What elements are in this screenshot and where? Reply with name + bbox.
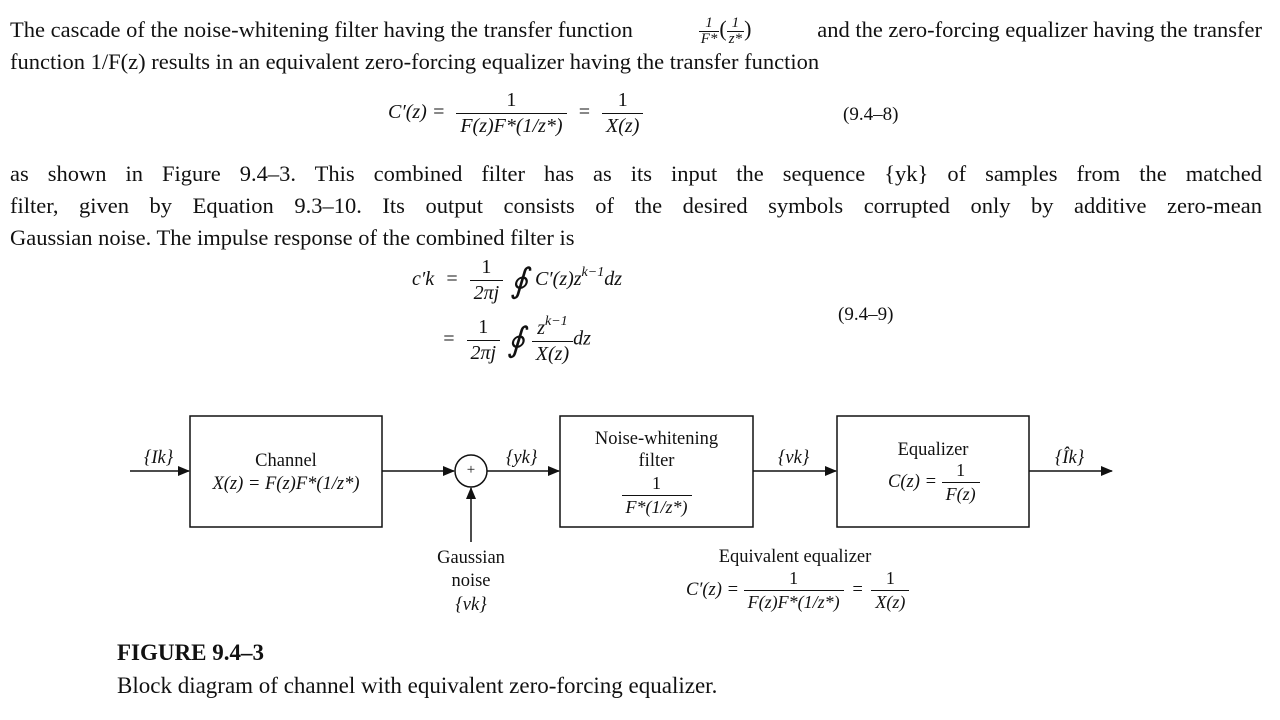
inline-frac-den: F* <box>700 30 718 47</box>
channel-title: Channel <box>255 451 317 471</box>
noise-line-1: Gaussian <box>437 548 505 568</box>
eq2-row2-int-exp: k−1 <box>545 314 568 329</box>
paragraph-2-line-3: Gaussian noise. The impulse response of … <box>10 225 575 250</box>
equivalent-lhs: C′(z) = <box>686 579 740 600</box>
paragraph-1: The cascade of the noise-whitening filte… <box>10 12 1262 78</box>
eq2-lhs: c′k <box>412 268 435 291</box>
figure-caption: Block diagram of channel with equivalent… <box>117 673 718 698</box>
eq1-fraction-2: 1 X(z) <box>602 89 644 138</box>
eq2-row2-den: 2πj <box>470 341 497 364</box>
input-sequence-label: {Ik} <box>144 448 174 468</box>
inline-transfer-function: 1 F* ( 1 z* ) <box>698 14 752 47</box>
whitening-frac-den: F*(1/z*) <box>625 497 688 517</box>
equivalent-equals: = <box>851 579 864 600</box>
eq2-row2-num: 1 <box>466 316 501 341</box>
output-sequence-label: {Îk} <box>1055 448 1085 468</box>
equivalent-equalizer-title: Equivalent equalizer <box>718 547 872 567</box>
equivalent-frac1-den: F(z)F*(1/z*) <box>747 592 840 612</box>
equalizer-frac-num: 1 <box>941 460 980 483</box>
eq1-frac2-den: X(z) <box>606 115 640 137</box>
eq1-frac1-den: F(z)F*(1/z*) <box>460 115 563 137</box>
vk-label: {vk} <box>778 448 810 468</box>
inline-inner-fraction: 1 z* <box>726 15 745 47</box>
equalizer-lhs: C(z) = <box>888 471 937 492</box>
paragraph-2-line-2: filter, given by Equation 9.3–10. Its ou… <box>10 193 1262 218</box>
eq2-row1-num: 1 <box>469 256 504 281</box>
noise-line-3: {vk} <box>455 595 487 615</box>
whitening-line-1: Noise-whitening <box>594 429 719 449</box>
paragraph-2: as shown in Figure 9.4–3. This combined … <box>10 158 1262 254</box>
equation-9-4-9-row-1: c′k = 1 2πj ∮ C′(z)zk−1dz <box>412 256 622 305</box>
equation-9-4-8: C′(z) = 1 F(z)F*(1/z*) = 1 X(z) <box>388 89 644 138</box>
channel-formula: X(z) = F(z)F*(1/z*) <box>212 474 360 494</box>
equivalent-frac2-den: X(z) <box>875 592 906 612</box>
equalizer-frac-den: F(z) <box>945 484 976 504</box>
eq2-row2-integrand: zk−1 X(z) <box>531 314 574 366</box>
equivalent-frac2-num: 1 <box>871 568 910 591</box>
summer-plus-icon: + <box>466 462 476 478</box>
contour-integral-icon: ∮ <box>510 262 528 300</box>
eq2-equals-2: = <box>442 327 456 350</box>
figure-title: FIGURE 9.4–3 <box>117 640 264 665</box>
yk-label: {yk} <box>506 448 538 468</box>
eq1-fraction-1: 1 F(z)F*(1/z*) <box>456 89 567 138</box>
inline-inner-num: 1 <box>726 15 745 32</box>
paragraph-1-text-c: function 1/F(z) results in an equivalent… <box>10 49 820 74</box>
eq2-row2-fraction: 1 2πj <box>466 316 501 365</box>
eq2-number: (9.4–9) <box>838 304 894 325</box>
eq2-row2-int-den: X(z) <box>535 343 570 365</box>
eq2-row1-d: dz <box>604 268 623 291</box>
eq2-row1-fraction: 1 2πj <box>469 256 504 305</box>
inline-inner-den: z* <box>728 30 743 47</box>
eq2-row1-integrand: C′(z)z <box>534 268 582 291</box>
equalizer-title: Equalizer <box>897 440 969 460</box>
inline-frac-num: 1 <box>698 15 720 32</box>
whitening-frac-num: 1 <box>621 473 692 496</box>
eq2-row2-int-num: z <box>537 317 546 339</box>
eq1-frac2-num: 1 <box>602 89 644 114</box>
eq1-number: (9.4–8) <box>843 104 899 125</box>
paragraph-1-text-a: The cascade of the noise-whitening filte… <box>10 17 633 42</box>
equivalent-frac1-num: 1 <box>743 568 844 591</box>
equation-9-4-9-row-2: = 1 2πj ∮ zk−1 X(z) dz <box>436 314 591 366</box>
paragraph-1-text-b: and the zero-forcing equalizer having th… <box>817 17 1262 42</box>
contour-integral-icon: ∮ <box>507 322 525 359</box>
eq2-row2-d: dz <box>573 327 591 350</box>
eq1-frac1-num: 1 <box>456 89 567 114</box>
eq2-row1-exp: k−1 <box>581 265 605 281</box>
eq1-equals: = <box>577 101 592 124</box>
noise-line-2: noise <box>451 571 491 591</box>
paragraph-2-line-1: as shown in Figure 9.4–3. This combined … <box>10 161 1262 186</box>
whitening-line-2: filter <box>638 451 675 471</box>
equivalent-equalizer-formula: C′(z) = 1 F(z)F*(1/z*) = 1 X(z) <box>686 568 910 613</box>
inline-fraction: 1 F* <box>698 15 720 47</box>
eq1-lhs: C′(z) = <box>388 101 446 124</box>
equalizer-formula: C(z) = 1 F(z) <box>888 460 980 505</box>
eq2-equals-1: = <box>445 268 459 291</box>
eq2-row1-den: 2πj <box>473 282 500 304</box>
whitening-fraction: 1 F*(1/z*) <box>560 473 753 518</box>
